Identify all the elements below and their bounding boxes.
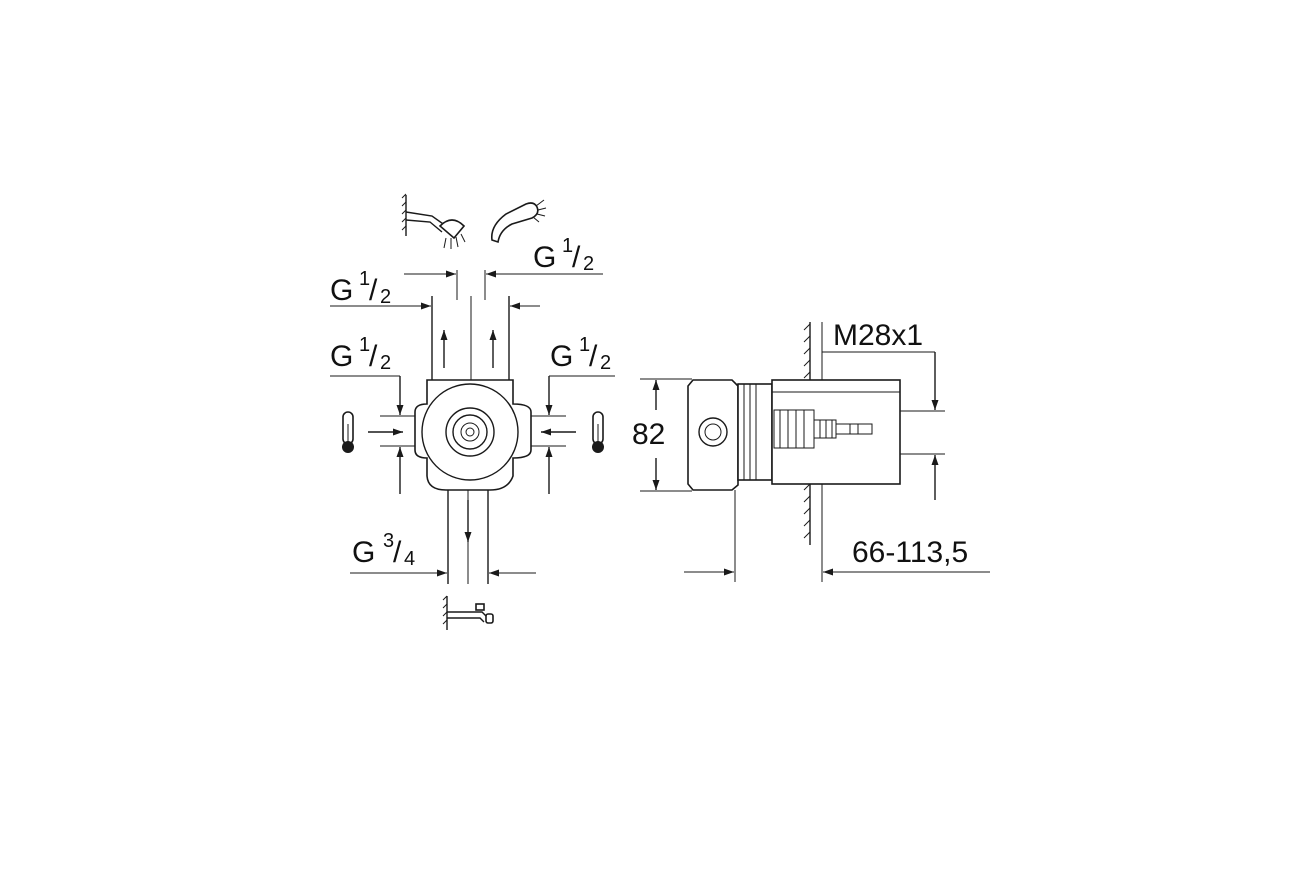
side-view — [640, 322, 990, 582]
thread-numerator: 1 — [579, 334, 590, 356]
thread-slash: / — [369, 340, 378, 373]
thread-denominator: 2 — [583, 253, 594, 275]
thread-numerator: 3 — [383, 530, 394, 552]
front-view — [330, 270, 615, 584]
thread-g: G — [330, 274, 353, 307]
thread-slash: / — [589, 340, 598, 373]
bath-spout-icon — [442, 595, 494, 630]
thermometer-icon — [592, 411, 604, 453]
wall-depth-dimension-label: 66-113,5 — [852, 536, 968, 569]
thread-label-outlet-right: G 1 / 2 — [533, 235, 594, 275]
thread-slash: / — [393, 536, 402, 569]
thread-denominator: 2 — [380, 286, 391, 308]
head-shower-icon — [401, 193, 466, 249]
thread-slash: / — [369, 274, 378, 307]
thread-denominator: 2 — [380, 352, 391, 374]
thread-label-outlet-left: G 1 / 2 — [330, 268, 391, 308]
thread-label-bottom-outlet: G 3 / 4 — [352, 530, 415, 570]
valve-body — [414, 379, 532, 491]
thread-label-inlet-left: G 1 / 2 — [330, 334, 391, 374]
thread-g: G — [352, 536, 375, 569]
thread-label-inlet-right: G 1 / 2 — [550, 334, 611, 374]
thread-g: G — [533, 241, 556, 274]
thread-numerator: 1 — [359, 334, 370, 356]
thread-g: G — [550, 340, 573, 373]
height-dimension-label: 82 — [632, 418, 665, 451]
thread-m28x1-label: M28x1 — [833, 319, 923, 352]
thread-slash: / — [572, 241, 581, 274]
thread-numerator: 1 — [562, 235, 573, 257]
hand-shower-icon — [490, 199, 547, 244]
thread-denominator: 4 — [404, 548, 415, 570]
thread-g: G — [330, 340, 353, 373]
thread-numerator: 1 — [359, 268, 370, 290]
thread-denominator: 2 — [600, 352, 611, 374]
thermometer-icon — [342, 411, 354, 453]
